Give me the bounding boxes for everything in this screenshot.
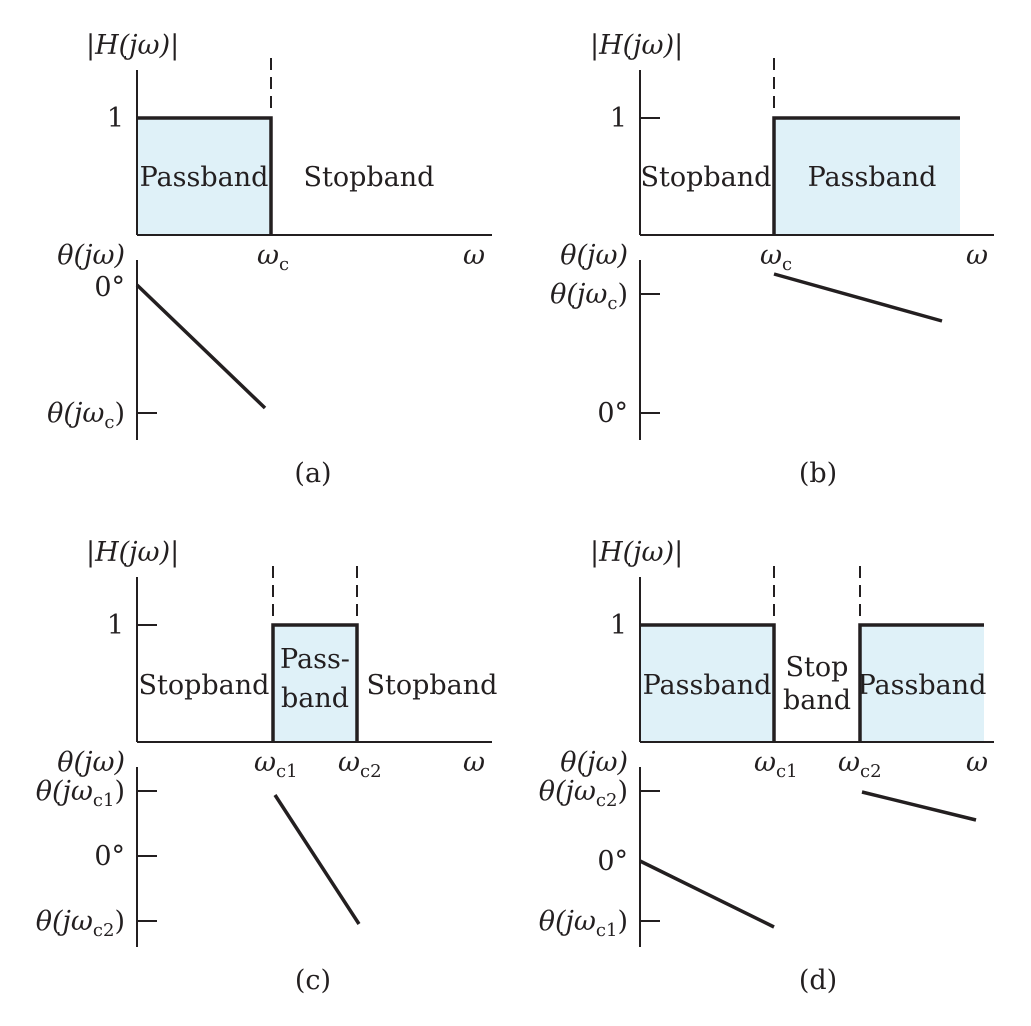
cutoff-label-2: ωc2: [838, 747, 882, 782]
phase-response: [773, 272, 943, 323]
magnitude-response-low: [640, 623, 776, 742]
passband-label-low: Passband: [643, 670, 772, 701]
magnitude-response: [772, 116, 960, 235]
stopband-label-top: Stop: [786, 652, 849, 683]
phase-axis-label: θ(jω): [560, 240, 628, 271]
phase-response: [273, 794, 361, 925]
passband-label-bottom: band: [281, 683, 349, 714]
caption-d: (d): [799, 965, 837, 996]
cutoff-label-1: ωc1: [254, 747, 298, 782]
phase-response-low: [639, 859, 775, 929]
magnitude-response-high: [858, 623, 984, 742]
stopband-label-left: Stopband: [139, 670, 270, 701]
theta-wc2-label: θ(jωc2): [539, 776, 628, 811]
cutoff-label-1: ωc1: [754, 747, 798, 782]
stopband-label: Stopband: [304, 162, 435, 193]
passband-label-top: Pass-: [280, 644, 350, 675]
caption-b: (b): [799, 458, 837, 489]
magnitude-axis-label: |H(jω)|: [86, 537, 179, 568]
omega-label: ω: [966, 747, 988, 778]
unity-label: 1: [610, 610, 627, 641]
phase-response: [135, 283, 267, 410]
caption-c: (c): [295, 965, 331, 996]
magnitude-axis-label: |H(jω)|: [590, 30, 683, 61]
magnitude-response: [137, 116, 273, 235]
panel-a: |H(jω)| 1 Passband Stopband θ(jω) ωc ω 0…: [47, 30, 492, 489]
unity-label: 1: [107, 610, 124, 641]
omega-label: ω: [966, 240, 988, 271]
omega-label: ω: [463, 747, 485, 778]
cutoff-label: ωc: [760, 240, 792, 275]
magnitude-axis-label: |H(jω)|: [590, 537, 683, 568]
stopband-label-bottom: band: [783, 685, 851, 716]
panel-c: |H(jω)| 1 Stopband Pass- band Stopband θ…: [36, 537, 498, 996]
magnitude-response: [271, 623, 359, 742]
zero-degree-label: 0°: [94, 272, 125, 303]
theta-wc-label: θ(jωc): [550, 279, 628, 314]
passband-region-high: [860, 625, 984, 742]
phase-axis-label: θ(jω): [57, 747, 125, 778]
magnitude-axis-label: |H(jω)|: [86, 30, 179, 61]
zero-degree-label: 0°: [94, 841, 125, 872]
cutoff-label-2: ωc2: [338, 747, 382, 782]
phase-response-high: [861, 790, 977, 822]
stopband-label-right: Stopband: [367, 670, 498, 701]
theta-wc1-label: θ(jωc1): [539, 906, 628, 941]
phase-axis-label: θ(jω): [57, 240, 125, 271]
unity-label: 1: [107, 103, 124, 134]
passband-label: Passband: [140, 162, 269, 193]
stopband-label: Stopband: [641, 162, 772, 193]
caption-a: (a): [294, 458, 331, 489]
theta-wc-label: θ(jωc): [47, 398, 125, 433]
passband-region: [273, 625, 357, 742]
passband-region: [137, 118, 271, 235]
panel-b: |H(jω)| 1 Stopband Passband θ(jω) ωc ω θ…: [550, 30, 994, 489]
passband-label-high: Passband: [858, 670, 987, 701]
unity-label: 1: [610, 103, 627, 134]
theta-wc1-label: θ(jωc1): [36, 776, 125, 811]
phase-axis-label: θ(jω): [560, 747, 628, 778]
theta-wc2-label: θ(jωc2): [36, 906, 125, 941]
passband-label: Passband: [808, 162, 937, 193]
zero-degree-label: 0°: [597, 846, 628, 877]
passband-region: [774, 118, 960, 235]
passband-region-low: [640, 625, 774, 742]
cutoff-label: ωc: [257, 240, 289, 275]
omega-label: ω: [463, 240, 485, 271]
panel-d: |H(jω)| 1 Passband Stop band Passband θ(…: [539, 537, 994, 996]
zero-degree-label: 0°: [597, 398, 628, 429]
